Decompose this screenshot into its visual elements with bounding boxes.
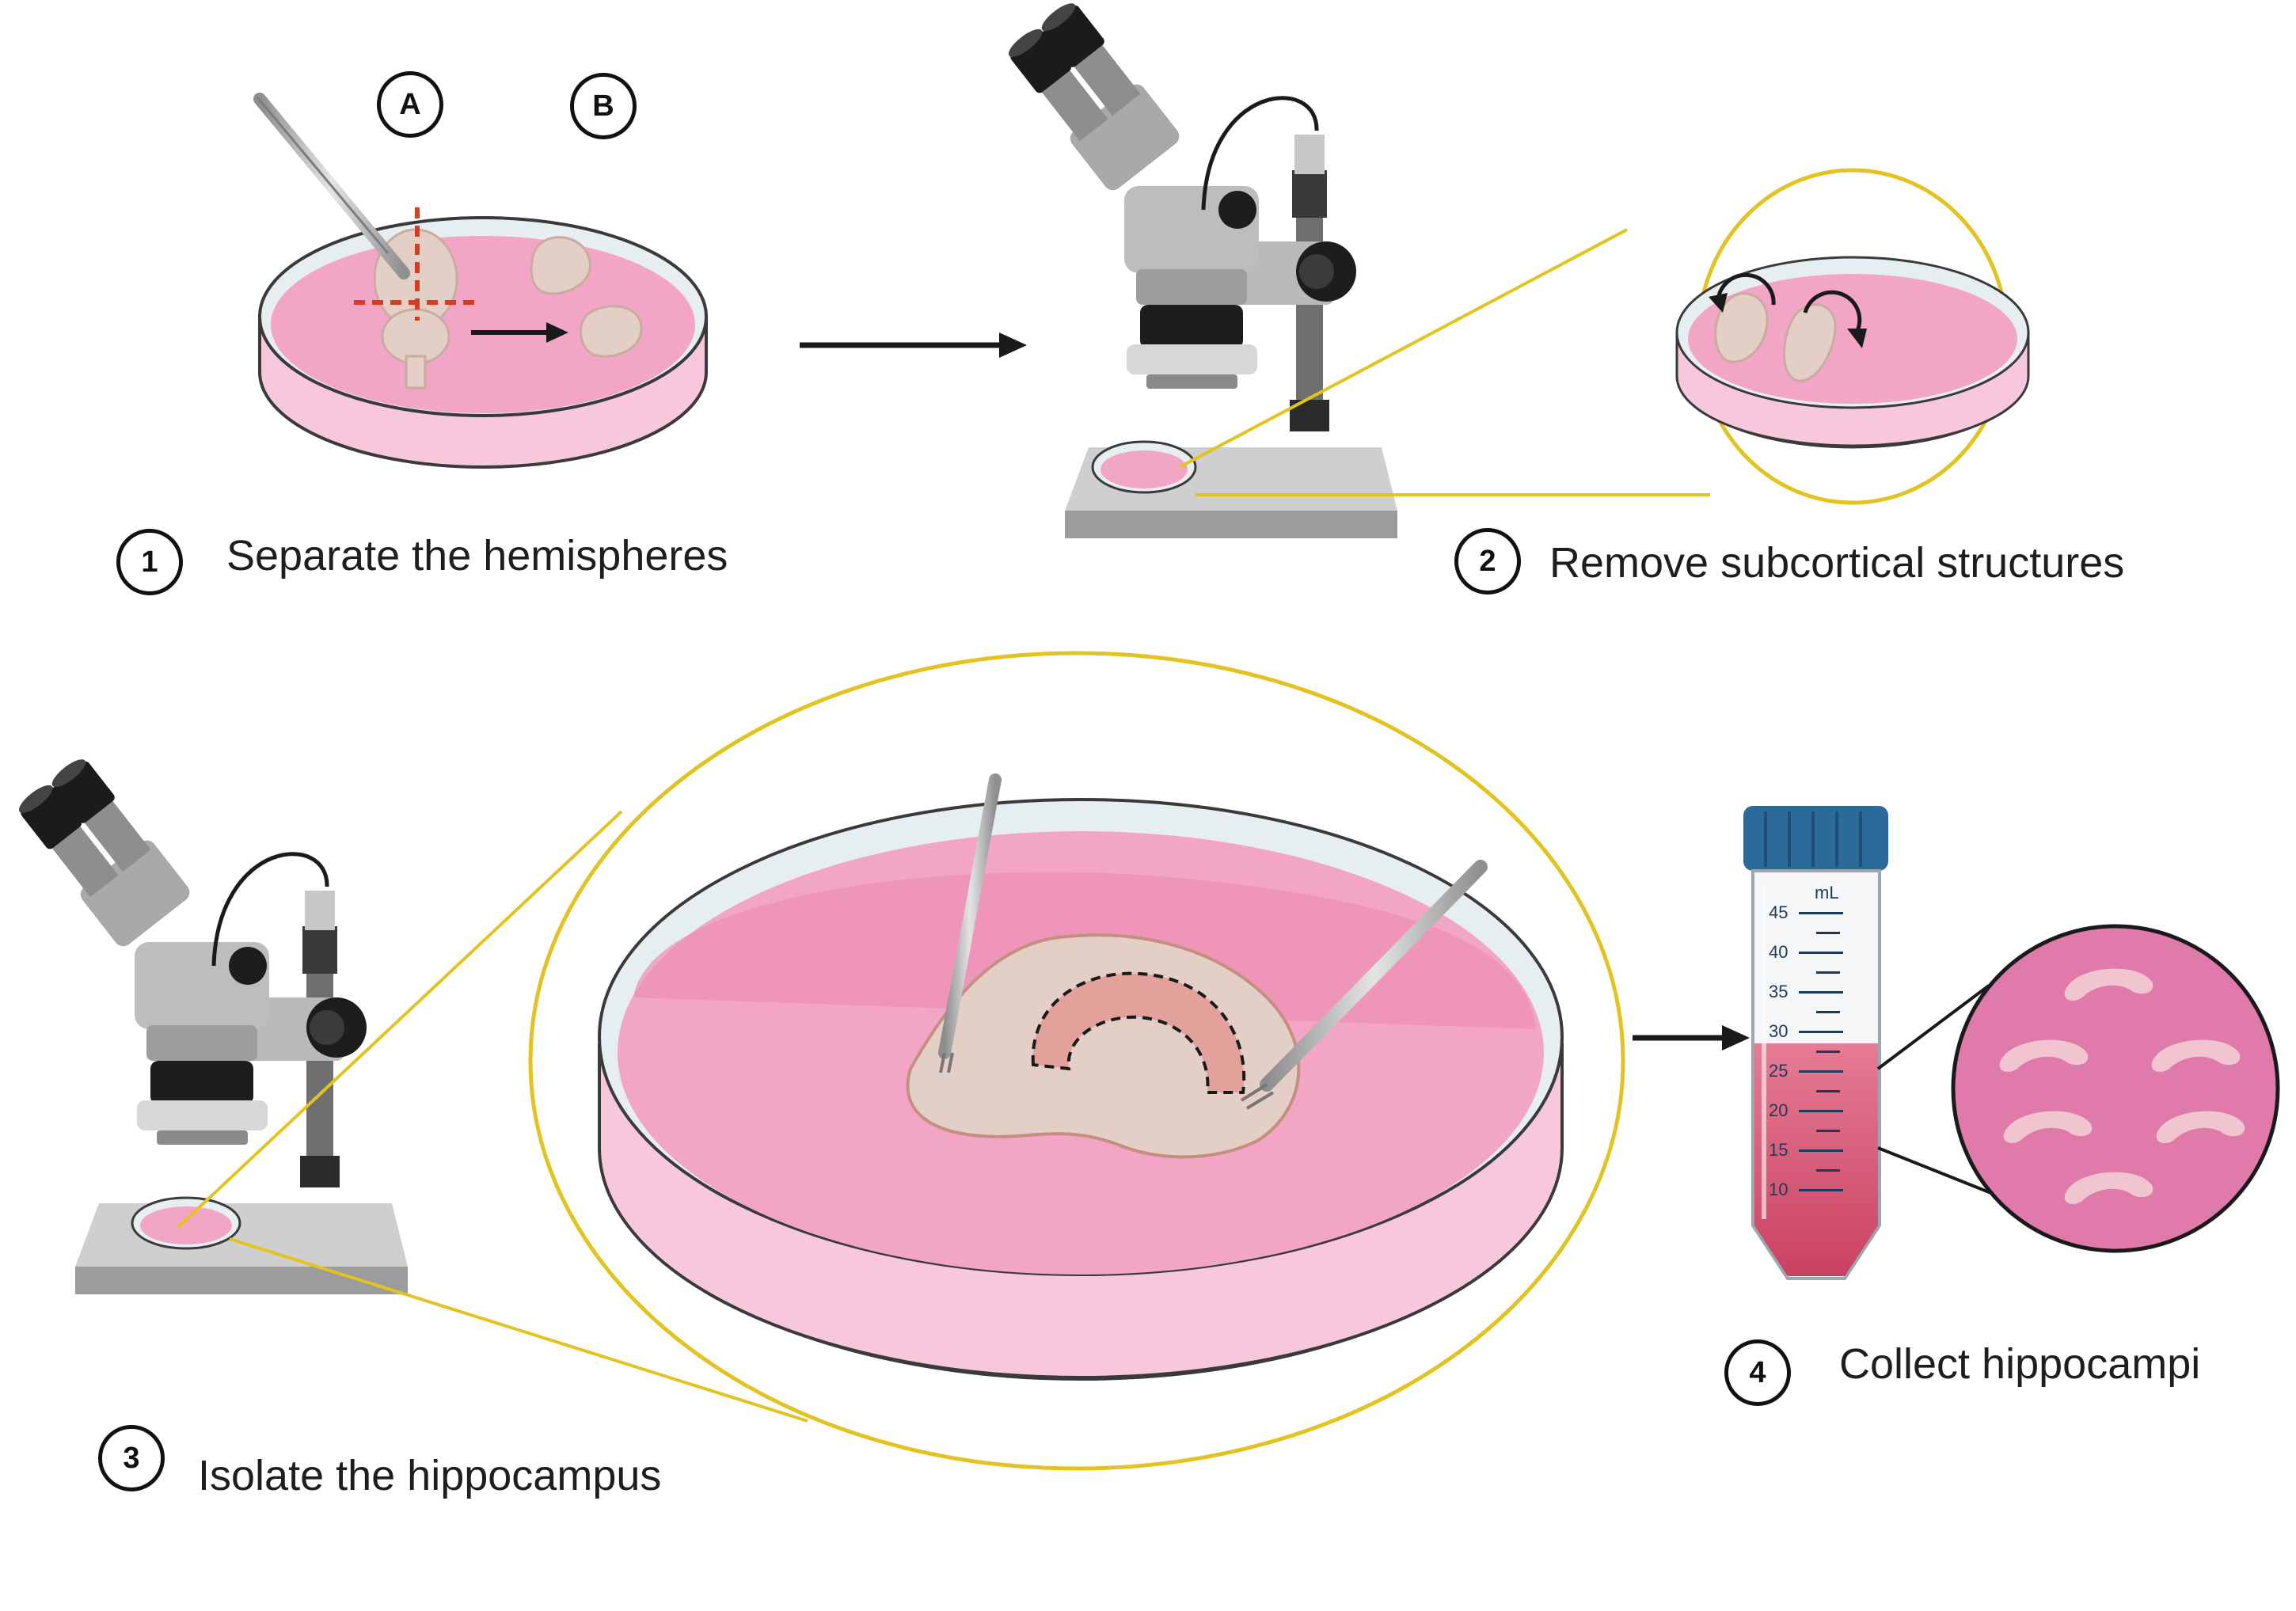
- microscope-step2: [1001, 0, 1397, 538]
- tube-graduation-35: 35: [1769, 982, 1848, 1001]
- tube-unit-label: mL: [1815, 883, 1839, 902]
- zoom-callout-step2: [1179, 168, 2030, 505]
- tube-graduation-tick: [1799, 952, 1843, 954]
- conical-tube: [1743, 806, 1888, 1280]
- tube-graduation-label: 45: [1769, 902, 1789, 922]
- step-3-number: 3: [98, 1425, 165, 1491]
- step-1-label: Separate the hemispheres: [226, 532, 728, 579]
- tube-minor-tick: [1816, 932, 1840, 934]
- tube-minor-tick: [1816, 1051, 1840, 1053]
- tube-graduation-label: 25: [1769, 1061, 1789, 1081]
- tube-minor-tick: [1816, 971, 1840, 974]
- tube-minor-tick: [1816, 1011, 1840, 1013]
- tube-graduation-label: 40: [1769, 942, 1789, 962]
- tube-graduation-20: 20: [1769, 1100, 1848, 1120]
- tube-minor-tick: [1816, 1169, 1840, 1172]
- tube-graduation-label: 35: [1769, 982, 1789, 1001]
- tube-graduation-label: 10: [1769, 1180, 1789, 1199]
- tube-minor-tick: [1816, 1130, 1840, 1132]
- tube-graduation-label: 20: [1769, 1100, 1789, 1120]
- tube-graduation-tick: [1799, 1110, 1843, 1112]
- step-1-number: 1: [116, 529, 183, 595]
- tube-graduation-25: 25: [1769, 1061, 1848, 1081]
- zoom-callout-step3: [177, 651, 1625, 1471]
- tube-graduation-label: 15: [1769, 1140, 1789, 1160]
- step-4-number: 4: [1724, 1339, 1791, 1406]
- tube-graduation-label: 30: [1769, 1021, 1789, 1041]
- step-2-label: Remove subcortical structures: [1549, 539, 2125, 587]
- cut-label-a: A: [377, 71, 443, 138]
- tube-minor-tick: [1816, 1090, 1840, 1092]
- tube-graduation-tick: [1799, 1149, 1843, 1152]
- cut-label-b: B: [570, 73, 637, 139]
- tube-graduation-45: 45: [1769, 902, 1848, 922]
- tube-graduation-tick: [1799, 1189, 1843, 1191]
- zoom-callout-step4: [1876, 924, 2280, 1253]
- flow-arrow-1-to-2: [800, 332, 1027, 358]
- tube-graduation-tick: [1799, 991, 1843, 994]
- petri-dish-step1: [253, 93, 708, 469]
- step-4-label: Collect hippocampi: [1839, 1340, 2201, 1388]
- tube-graduation-40: 40: [1769, 942, 1848, 962]
- step-2-number: 2: [1454, 528, 1521, 595]
- tube-graduation-tick: [1799, 1070, 1843, 1073]
- tube-graduation-10: 10: [1769, 1180, 1848, 1199]
- step-3-label: Isolate the hippocampus: [198, 1452, 662, 1499]
- flow-arrow-3-to-4: [1633, 1025, 1750, 1051]
- tube-graduation-15: 15: [1769, 1140, 1848, 1160]
- microscope-step3: [11, 753, 408, 1294]
- tube-graduation-tick: [1799, 1031, 1843, 1033]
- tube-graduation-30: 30: [1769, 1021, 1848, 1041]
- tube-graduation-tick: [1799, 912, 1843, 914]
